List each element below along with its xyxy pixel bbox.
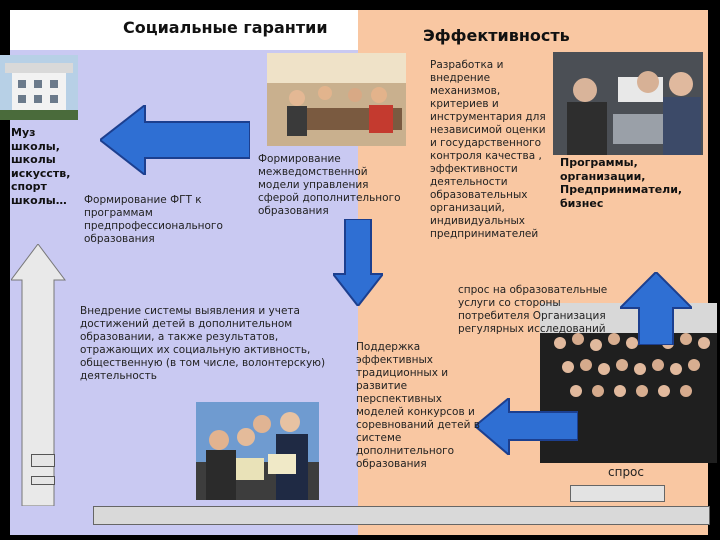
right-small-bar xyxy=(570,485,665,502)
bottom-bar xyxy=(93,506,710,525)
down-arrow-icon xyxy=(333,219,383,306)
mechanisms-text: Разработка и внедрение механизмов, крите… xyxy=(430,59,552,241)
gray-box-1 xyxy=(31,454,55,467)
school-building-photo xyxy=(0,55,78,120)
system-text: Внедрение системы выявления и учета дост… xyxy=(80,305,335,383)
award-photo xyxy=(196,402,319,500)
students-photo xyxy=(553,52,703,155)
institutions-text: Муз школы, школы искусств, спорт школы… xyxy=(11,126,81,207)
fgt-text: Формирование ФГТ к программам предпрофес… xyxy=(84,194,234,246)
left-arrow-small-icon xyxy=(475,398,578,455)
model-text: Формирование межведомственной модели упр… xyxy=(258,153,408,218)
demand-text: спрос на образовательные услуги со сторо… xyxy=(458,284,623,336)
programs-text: Программы, организации, Предприниматели,… xyxy=(560,156,710,210)
gray-box-2 xyxy=(31,476,55,485)
left-arrow-icon xyxy=(100,105,250,175)
support-text: Поддержка эффективных традиционных и раз… xyxy=(356,341,480,471)
left-title: Социальные гарантии xyxy=(123,18,328,37)
up-arrow-icon xyxy=(620,272,692,345)
demand-label: спрос xyxy=(608,465,644,479)
right-title: Эффективность xyxy=(423,26,570,45)
meeting-photo xyxy=(267,53,406,146)
